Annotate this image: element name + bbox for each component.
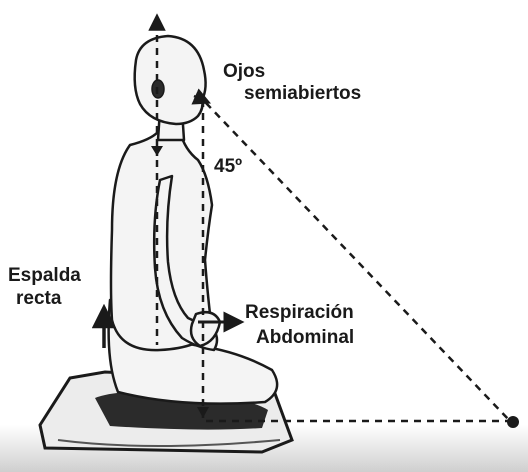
- gaze-diagonal-line: [205, 102, 511, 422]
- label-angle: 45º: [214, 156, 243, 177]
- label-back-line1: Espalda: [8, 265, 81, 286]
- label-back-line2: recta: [16, 288, 62, 309]
- label-breath-line2: Abdominal: [256, 327, 355, 348]
- gaze-point: [507, 416, 519, 428]
- label-eyes-line1: Ojos: [223, 61, 266, 82]
- gaze-down-arrow-icon: [197, 407, 209, 418]
- label-eyes-line2: semiabiertos: [244, 83, 362, 104]
- spine-down-arrow-icon: [151, 146, 163, 156]
- eye-arrow: [191, 88, 211, 105]
- label-breath-line1: Respiración: [245, 302, 354, 323]
